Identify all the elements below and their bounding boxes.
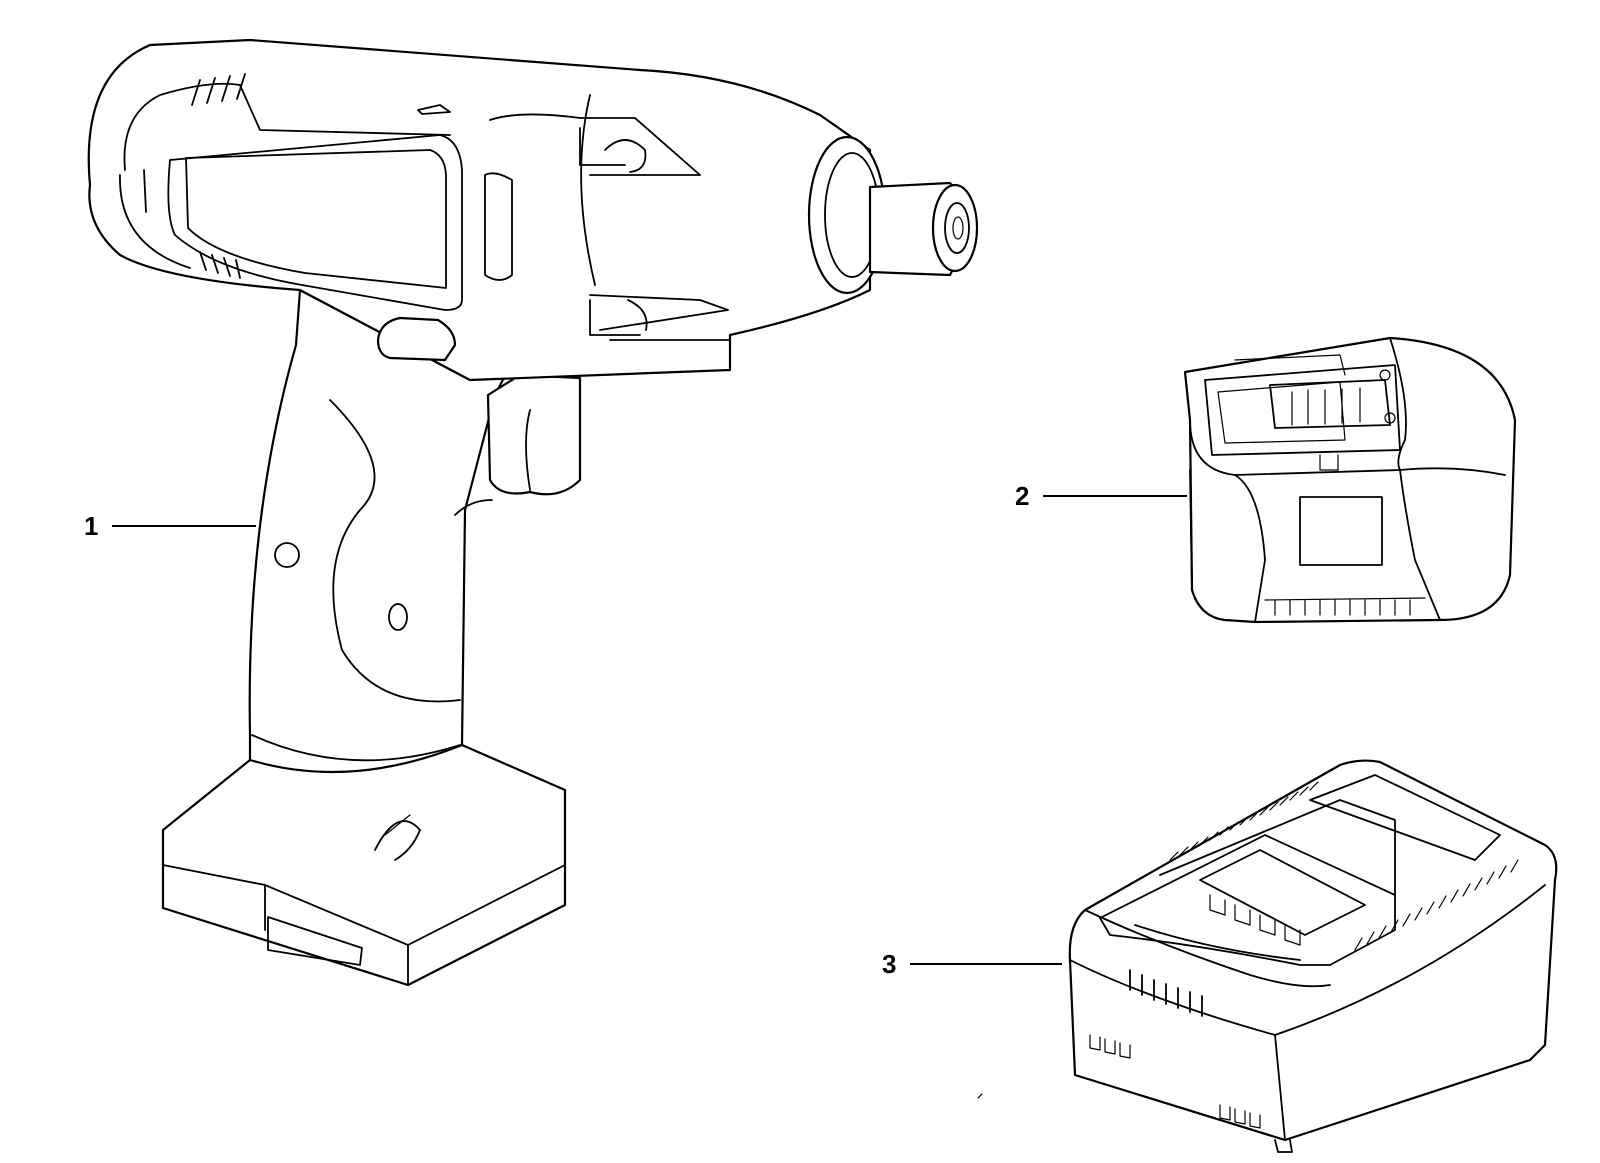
battery-pack-drawing [1183, 336, 1517, 624]
impact-driver-drawing [87, 38, 979, 987]
callout-label-3: 3 [882, 949, 896, 979]
callout-label-2: 2 [1015, 481, 1029, 511]
callout-1: 1 [84, 511, 256, 541]
callout-2: 2 [1015, 481, 1187, 511]
charger-drawing [977, 759, 1558, 1153]
callout-3: 3 [882, 949, 1062, 979]
callout-label-1: 1 [84, 511, 98, 541]
